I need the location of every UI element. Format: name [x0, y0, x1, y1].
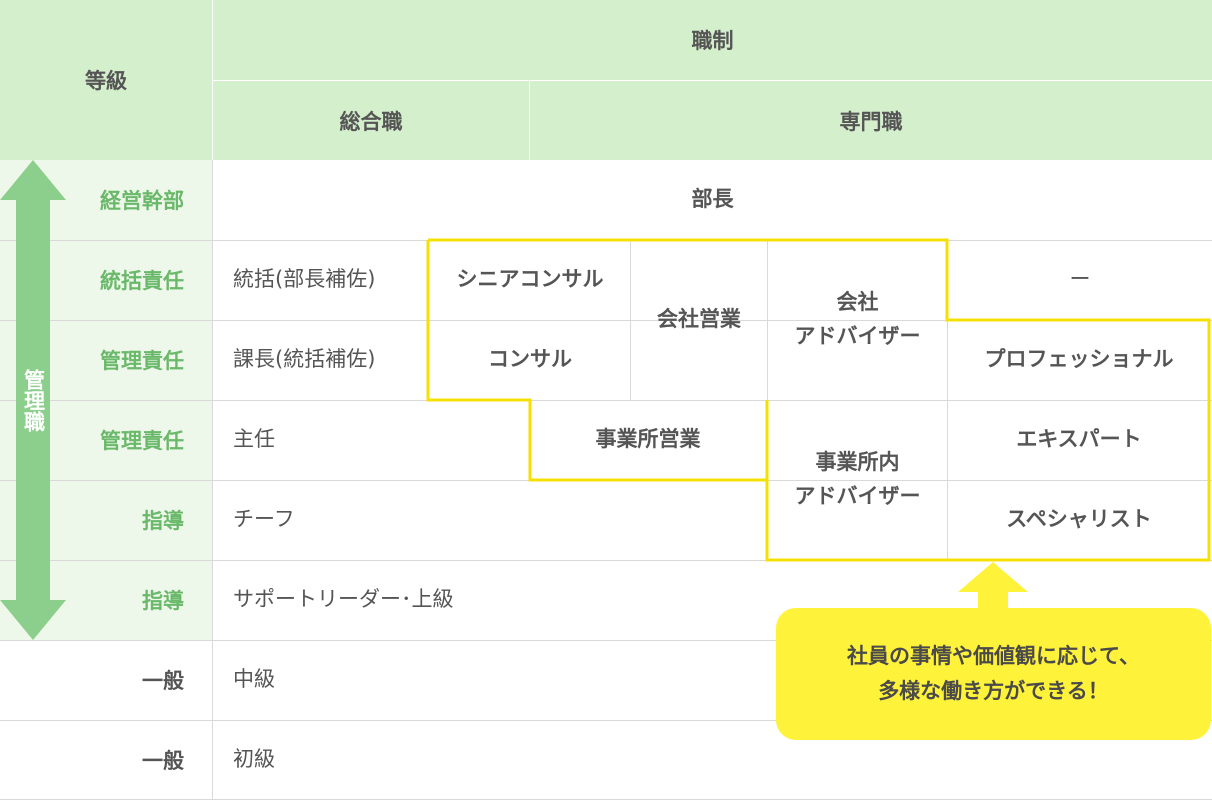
row-divider	[430, 320, 630, 321]
general-track-header: 総合職	[213, 81, 529, 160]
grade-label: 一般	[142, 669, 184, 693]
general-role-cell: チーフ	[233, 507, 295, 532]
grade-label: 指導	[142, 509, 184, 533]
column-divider	[630, 240, 631, 400]
row-divider	[0, 799, 1212, 800]
column-divider	[212, 160, 213, 800]
row-divider	[0, 720, 1212, 721]
general-role-cell: 中級	[233, 667, 275, 692]
header-divider	[213, 80, 1212, 81]
row-divider	[0, 640, 1212, 641]
column-divider	[767, 240, 768, 400]
grade-label: 管理責任	[100, 349, 184, 373]
header-divider	[212, 0, 213, 160]
office-adviser-cell: 事業所内 アドバイザー	[794, 450, 921, 508]
senior-consul-cell: シニアコンサル	[456, 267, 604, 292]
column-divider	[947, 240, 948, 560]
general-role-cell: 課長(統括補佐)	[233, 347, 376, 372]
header-divider	[529, 81, 530, 160]
company-adviser-cell: 会社 アドバイザー	[794, 290, 921, 348]
row-divider	[0, 400, 1212, 401]
grade-label: 一般	[142, 749, 184, 773]
specialist-cell: スペシャリスト	[1006, 507, 1152, 532]
grade-header: 等級	[0, 0, 212, 160]
consul-cell: コンサル	[488, 347, 572, 372]
general-role-cell: 統括(部長補佐)	[233, 267, 376, 292]
company-sales-cell: 会社営業	[657, 307, 741, 332]
professional-cell: プロフェッショナル	[984, 347, 1174, 372]
management-label: 管理職	[21, 368, 46, 432]
general-role-cell: 初級	[233, 747, 275, 772]
row-divider	[0, 560, 1212, 561]
callout-box: 社員の事情や価値観に応じて、 多様な働き方ができる！	[776, 608, 1211, 740]
double-arrow-icon	[0, 160, 66, 640]
grade-label: 管理責任	[100, 429, 184, 453]
general-role-cell: 主任	[233, 427, 275, 452]
job-system-header: 職制	[213, 0, 1212, 80]
empty-dash-cell: ー	[1069, 267, 1091, 292]
specialist-track-header: 専門職	[530, 81, 1212, 160]
grade-label: 経営幹部	[100, 189, 184, 213]
expert-cell: エキスパート	[1016, 427, 1142, 452]
callout-arrow-icon	[958, 562, 1028, 612]
top-role-cell: 部長	[691, 187, 734, 212]
general-role-cell: サポートリーダー･上級	[233, 587, 454, 612]
grade-label: 指導	[142, 589, 184, 613]
office-sales-cell: 事業所営業	[595, 427, 701, 452]
grade-label: 統括責任	[100, 269, 184, 293]
